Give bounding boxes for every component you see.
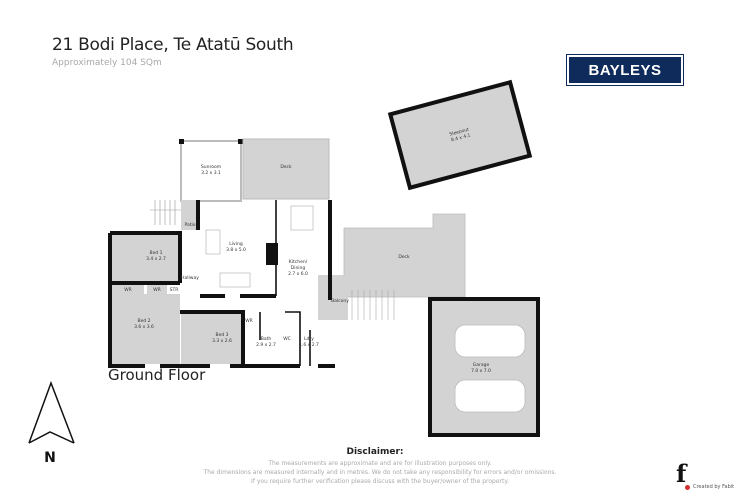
svg-text:Garage: Garage xyxy=(473,362,490,368)
disclaimer-line: The dimensions are measured internally a… xyxy=(203,469,557,476)
walls xyxy=(108,200,335,368)
svg-text:WR: WR xyxy=(245,318,253,324)
car-icons xyxy=(454,324,526,413)
svg-text:WR: WR xyxy=(124,287,132,293)
svg-text:Bed 1: Bed 1 xyxy=(149,250,162,256)
svg-text:Dining: Dining xyxy=(291,265,306,271)
patio-stairs xyxy=(150,200,181,225)
fireplace xyxy=(266,243,278,265)
svg-text:Living: Living xyxy=(229,241,243,247)
fabit-logo: f xyxy=(676,459,687,488)
bed1-room xyxy=(112,233,180,281)
svg-text:3.4 x 2.7: 3.4 x 2.7 xyxy=(146,256,166,262)
svg-text:WC: WC xyxy=(283,336,291,342)
deck-stairs xyxy=(351,290,395,320)
svg-text:Bed 2: Bed 2 xyxy=(137,318,150,324)
bed2-room xyxy=(112,294,180,364)
svg-text:3.6 x 3.6: 3.6 x 3.6 xyxy=(134,324,154,330)
fabit-credit: Created by Fabit xyxy=(693,484,735,490)
svg-text:3.2 x 3.1: 3.2 x 3.1 xyxy=(201,170,221,176)
floor-label: Ground Floor xyxy=(108,366,206,384)
svg-text:Sunroom: Sunroom xyxy=(201,164,221,170)
svg-text:Balcony: Balcony xyxy=(331,298,349,304)
fabit-dot-icon xyxy=(685,485,690,490)
svg-text:Patio: Patio xyxy=(184,222,195,228)
disclaimer-line: The measurements are approximate and are… xyxy=(268,460,492,467)
svg-text:2.9 x 2.7: 2.9 x 2.7 xyxy=(256,342,276,348)
svg-text:7.0 x 7.0: 7.0 x 7.0 xyxy=(471,368,491,374)
sleepout-label: Sleepout xyxy=(449,127,470,138)
sunroom-room xyxy=(180,140,242,202)
upper-deck xyxy=(242,138,330,200)
balcony xyxy=(318,275,348,320)
property-address-title: 21 Bodi Place, Te Atatū South xyxy=(52,35,294,55)
svg-text:WR: WR xyxy=(153,287,161,293)
svg-text:Bath: Bath xyxy=(261,336,272,342)
north-arrow-icon xyxy=(28,380,75,444)
svg-text:3.8 x 5.0: 3.8 x 5.0 xyxy=(226,247,246,253)
sleepout-room xyxy=(387,79,533,191)
svg-text:Ldry: Ldry xyxy=(304,336,314,342)
bed3-room xyxy=(181,312,243,364)
svg-text:8.4 x 4.1: 8.4 x 4.1 xyxy=(450,132,471,143)
svg-text:1.6 x 2.7: 1.6 x 2.7 xyxy=(299,342,319,348)
svg-text:STR: STR xyxy=(170,287,179,293)
disclaimer-title: Disclaimer: xyxy=(346,447,404,457)
svg-text:Bed 3: Bed 3 xyxy=(215,332,228,338)
property-area-subtitle: Approximately 104 SQm xyxy=(52,58,162,68)
svg-text:3.3 x 2.6: 3.3 x 2.6 xyxy=(212,338,232,344)
svg-text:Deck: Deck xyxy=(398,254,410,260)
disclaimer-line: If you require further verification plea… xyxy=(251,478,509,485)
north-label: N xyxy=(44,450,56,466)
svg-text:Deck: Deck xyxy=(280,164,292,170)
bayleys-logo: BAYLEYS xyxy=(566,54,684,86)
svg-text:Hallway: Hallway xyxy=(181,275,199,281)
svg-text:Kitchen/: Kitchen/ xyxy=(289,259,308,265)
patio xyxy=(181,200,198,230)
living-furniture xyxy=(205,205,314,288)
svg-text:2.7 x 6.0: 2.7 x 6.0 xyxy=(288,271,308,277)
